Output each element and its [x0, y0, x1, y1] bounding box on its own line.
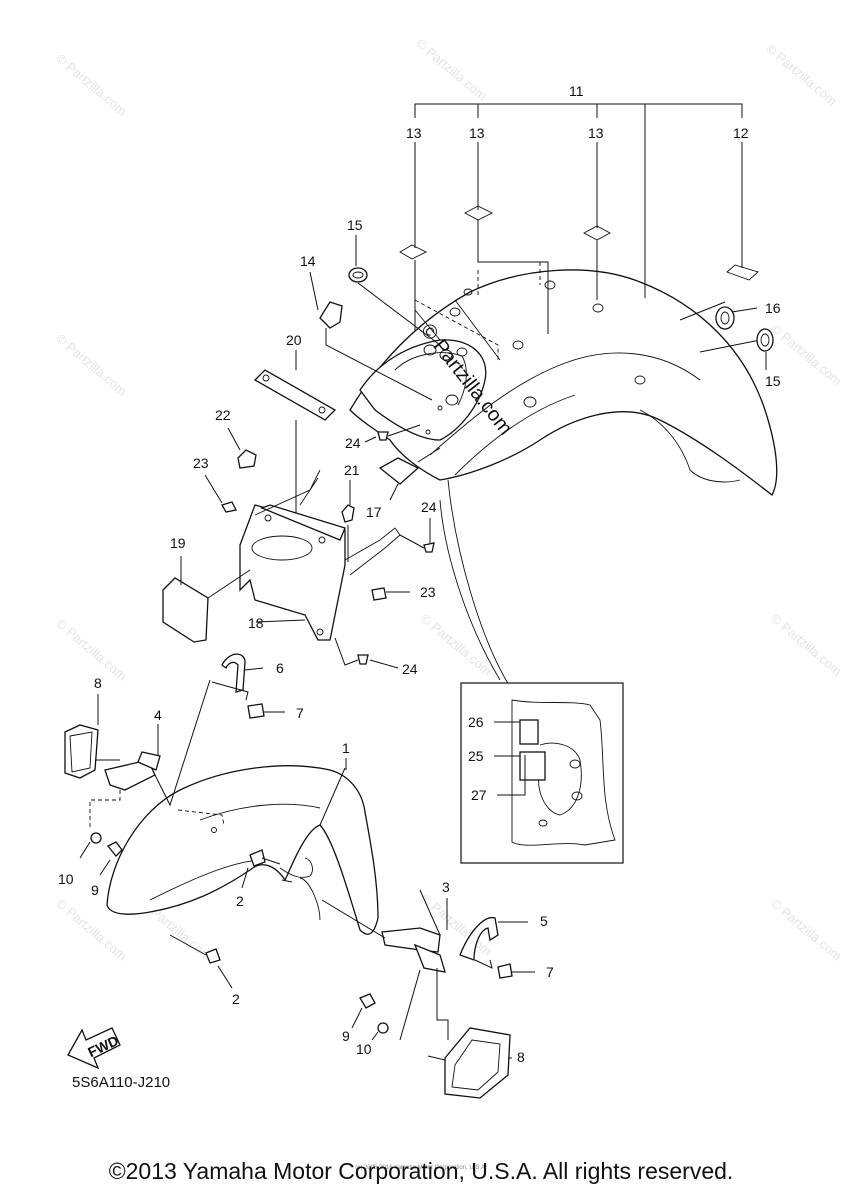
- callout-7: 7: [296, 705, 304, 721]
- screw-24-upper: [364, 424, 421, 443]
- callout-1: 1: [342, 740, 350, 756]
- watermark: © Partzilla.com: [768, 611, 842, 679]
- callout-8: 8: [94, 675, 102, 691]
- callout-11: 11: [569, 83, 584, 99]
- grommet-15-right: [756, 328, 774, 370]
- copyright-notice: ©2013 Yamaha Motor Corporation, U.S.A. A…: [108, 1158, 734, 1184]
- callout-13: 13: [588, 125, 604, 141]
- callout-4: 4: [154, 707, 162, 723]
- pad-23-right: [371, 587, 410, 601]
- callout-12: 12: [733, 125, 749, 141]
- callout-13: 13: [469, 125, 485, 141]
- washer-10-left: [79, 832, 102, 859]
- callout-19: 19: [170, 535, 186, 551]
- nut-9-right: [351, 993, 376, 1029]
- callout-14: 14: [300, 253, 316, 269]
- bolt-2-upper: [241, 849, 281, 889]
- watermark: © Partzilla.com: [53, 51, 130, 119]
- license-plate-19: [162, 556, 251, 643]
- callout-2: 2: [236, 893, 244, 909]
- callout-6: 6: [276, 660, 284, 676]
- callout-24: 24: [402, 661, 418, 677]
- watermark: © Partzilla.com: [418, 611, 495, 679]
- callout-labels: 11 13 13 13 12 15 14 16 15 20 22 24 23 2…: [58, 83, 781, 1065]
- callout-24: 24: [421, 499, 437, 515]
- cable-line: [447, 479, 513, 691]
- detail-inset-box: [460, 682, 624, 864]
- callout-7: 7: [546, 964, 554, 980]
- watermark: © Partzilla.com: [763, 41, 840, 109]
- watermark: © Partzilla.com: [53, 331, 130, 399]
- callout-15: 15: [765, 373, 781, 389]
- watermark: © Partzilla.com: [413, 36, 490, 104]
- diagram-code: 5S6A110-J210: [72, 1074, 170, 1091]
- clamp-5: [459, 917, 528, 969]
- callout-18: 18: [248, 615, 264, 631]
- callout-20: 20: [286, 332, 302, 348]
- washer-10-right: [371, 1022, 389, 1041]
- callout-16: 16: [765, 300, 781, 316]
- callout-23: 23: [193, 455, 209, 471]
- callout-9: 9: [91, 882, 99, 898]
- nut-9-left: [99, 841, 123, 876]
- pad-23-left: [204, 474, 237, 513]
- pad-21: [341, 480, 355, 562]
- bolt-2-lower: [169, 934, 233, 989]
- callout-5: 5: [540, 913, 548, 929]
- callout-15: 15: [347, 217, 363, 233]
- decal-13-set: [399, 205, 759, 281]
- callout-17: 17: [366, 504, 382, 520]
- watermark: © Partzilla.com: [768, 896, 842, 964]
- callout-10: 10: [356, 1041, 372, 1057]
- screw-24-lower: [334, 637, 399, 669]
- callout-24: 24: [345, 435, 361, 451]
- callout-13: 13: [406, 125, 422, 141]
- pad-17: [378, 447, 441, 501]
- fwd-arrow: FWD: [67, 1027, 121, 1070]
- screw-24-mid: [399, 518, 435, 553]
- pad-22: [227, 427, 257, 469]
- front-fender: [106, 758, 379, 935]
- reflector-8-right: [427, 1027, 512, 1099]
- callout-22: 22: [215, 407, 231, 423]
- callout-21: 21: [344, 462, 360, 478]
- cable-line: [439, 499, 501, 681]
- callout-8: 8: [517, 1049, 525, 1065]
- grommet-16: [715, 306, 758, 330]
- callout-26: 26: [468, 714, 484, 730]
- rear-fender: [349, 269, 778, 496]
- grommet-15-top: [348, 235, 441, 346]
- bracket-18: [239, 469, 401, 641]
- clamp-14: [309, 271, 433, 401]
- leader-lines-top: [414, 103, 761, 360]
- clamp-6: [211, 653, 264, 701]
- bracket-3: [321, 889, 449, 1041]
- callout-25: 25: [468, 748, 484, 764]
- tiny-credit: (c) 2005-2016 Yamaha Motor Corporation, …: [355, 1165, 487, 1171]
- callout-23: 23: [420, 584, 436, 600]
- reflector-8-left: [64, 694, 120, 779]
- callout-10: 10: [58, 871, 74, 887]
- callout-27: 27: [471, 787, 487, 803]
- callout-3: 3: [442, 879, 450, 895]
- callout-2: 2: [232, 991, 240, 1007]
- bolt-7-left: [247, 703, 285, 719]
- bracket-4: [89, 679, 225, 830]
- watermark: © Partzilla.com: [53, 616, 130, 684]
- callout-9: 9: [342, 1028, 350, 1044]
- bolt-7-right: [497, 963, 535, 979]
- fwd-label: FWD: [85, 1032, 121, 1060]
